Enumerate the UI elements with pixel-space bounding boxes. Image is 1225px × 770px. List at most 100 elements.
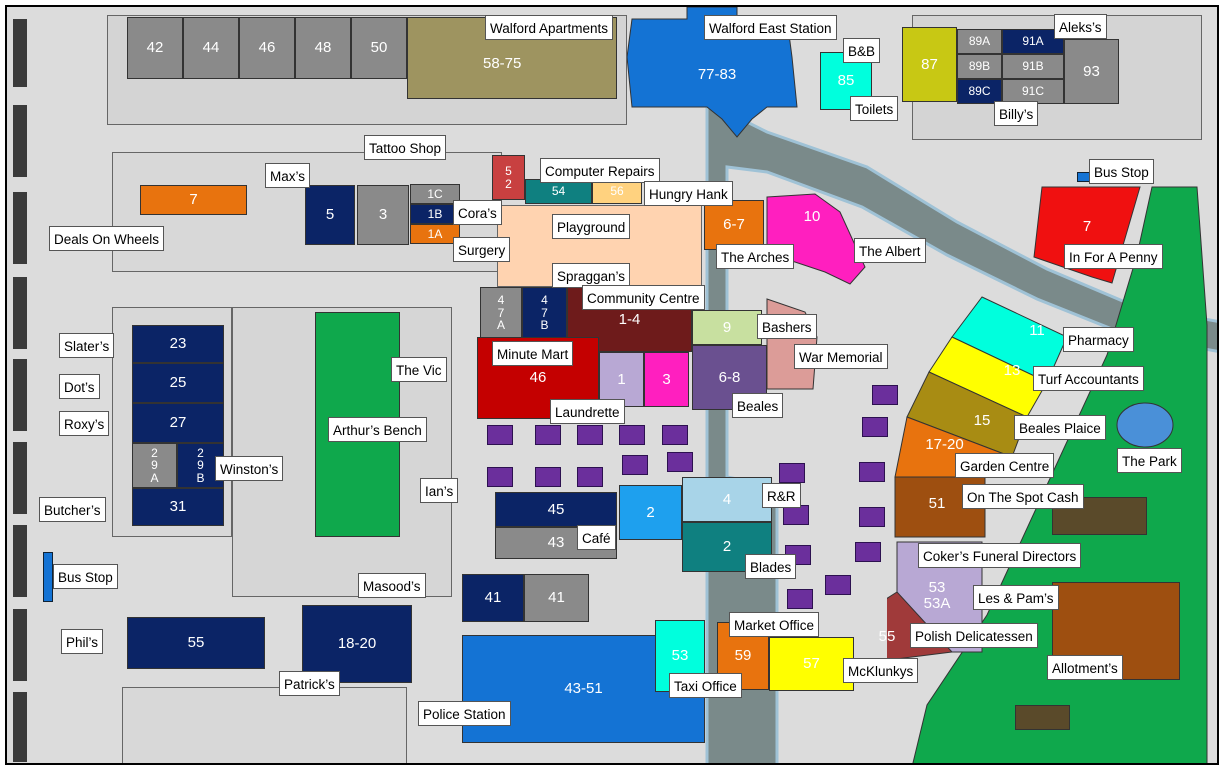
market-stall <box>622 455 648 475</box>
market-stall <box>577 467 603 487</box>
label-laundrette: Laundrette <box>550 399 625 424</box>
railway-track <box>705 99 1217 763</box>
block-41-grey: 41 <box>524 574 589 622</box>
label-mcklunkys: McKlunkys <box>843 658 919 683</box>
label-market-office: Market Office <box>729 612 820 637</box>
label-cokers: Coker’s Funeral Directors <box>918 543 1082 568</box>
block-27: 27 <box>132 403 224 443</box>
block-87: 87 <box>902 27 957 102</box>
label-phils: Phil’s <box>61 629 104 654</box>
block-4-rnr: 4 <box>682 477 772 522</box>
block-15: 15 <box>973 412 991 430</box>
label-playground: Playground <box>552 214 631 239</box>
market-stall <box>535 425 561 445</box>
label-beales: Beales <box>732 393 784 418</box>
block-41-navy: 41 <box>462 574 524 622</box>
block-13: 13 <box>1003 362 1021 380</box>
label-the-arches: The Arches <box>716 244 795 269</box>
market-stall <box>667 452 693 472</box>
block-77-83: 77-83 <box>697 66 737 84</box>
block-54: 54 <box>525 179 592 204</box>
market-stall <box>787 589 813 609</box>
edge-block <box>13 192 27 264</box>
label-taxi-office: Taxi Office <box>669 673 742 698</box>
park-shed <box>1015 705 1070 730</box>
label-pharmacy: Pharmacy <box>1063 327 1134 352</box>
block-56: 56 <box>592 179 642 204</box>
label-the-albert: The Albert <box>854 238 926 263</box>
label-bus-stop-w: Bus Stop <box>53 564 118 589</box>
market-stall <box>855 542 881 562</box>
block-52: 5 2 <box>492 155 525 200</box>
market-stall <box>662 425 688 445</box>
label-beales-plaice: Beales Plaice <box>1014 415 1106 440</box>
bus-stop-marker <box>43 552 53 602</box>
block-42: 42 <box>127 17 183 79</box>
block-18-20: 18-20 <box>302 605 412 683</box>
label-toilets: Toilets <box>850 96 899 121</box>
edge-block <box>13 442 27 514</box>
block-5: 5 <box>305 185 355 245</box>
edge-block <box>13 19 27 87</box>
label-computer-repairs: Computer Repairs <box>540 158 660 183</box>
market-stall <box>535 467 561 487</box>
label-roxys: Roxy’s <box>59 411 110 436</box>
market-stall <box>779 463 805 483</box>
block-23: 23 <box>132 325 224 363</box>
label-war-memorial: War Memorial <box>794 344 888 369</box>
label-slaters: Slater’s <box>59 333 115 358</box>
edge-block <box>13 692 27 762</box>
label-surgery: Surgery <box>453 237 511 262</box>
block-91b: 91B <box>1002 54 1064 79</box>
block-48: 48 <box>295 17 351 79</box>
label-coras: Cora’s <box>453 200 502 225</box>
block-7-penny: 7 <box>1082 218 1092 236</box>
label-the-vic: The Vic <box>391 357 447 382</box>
label-dots: Dot’s <box>59 374 100 399</box>
edge-block <box>13 609 27 681</box>
block-25: 25 <box>132 363 224 403</box>
market-stall <box>619 425 645 445</box>
label-cafe: Café <box>577 525 616 550</box>
block-7-deals: 7 <box>140 185 247 215</box>
label-garden-centre: Garden Centre <box>955 453 1055 478</box>
block-89a: 89A <box>957 29 1002 54</box>
label-bus-stop-ne: Bus Stop <box>1089 159 1154 184</box>
label-turf-accountants: Turf Accountants <box>1033 366 1144 391</box>
block-29a: 2 9 A <box>132 443 177 488</box>
edge-block <box>13 277 27 349</box>
map-frame: 42 44 46 48 50 58-75 77-83 85 87 89A 89B… <box>5 5 1219 765</box>
block-11: 11 <box>1029 322 1045 340</box>
block-1b: 1B <box>410 204 460 224</box>
label-polish-deli: Polish Delicatessen <box>910 623 1038 648</box>
label-masoods: Masood’s <box>358 573 426 598</box>
market-stall <box>487 425 513 445</box>
block-44: 44 <box>183 17 239 79</box>
label-butchers: Butcher’s <box>39 497 106 522</box>
market-stall <box>872 385 898 405</box>
label-arthurs-bench: Arthur’s Bench <box>328 417 427 442</box>
label-the-park: The Park <box>1117 448 1182 473</box>
label-in-for-a-penny: In For A Penny <box>1064 244 1163 269</box>
block-3-pink: 3 <box>644 352 689 407</box>
block-1a: 1A <box>410 224 460 244</box>
label-patricks: Patrick’s <box>279 671 340 696</box>
label-spraggans: Spraggan’s <box>552 263 631 288</box>
market-stall <box>859 462 885 482</box>
label-community-centre: Community Centre <box>582 285 705 310</box>
pavement-bottom <box>122 687 407 763</box>
block-89c: 89C <box>957 79 1002 104</box>
market-stall <box>862 417 888 437</box>
market-stall <box>577 425 603 445</box>
label-rnr: R&R <box>762 483 801 508</box>
block-55-deli: 55 <box>878 628 896 646</box>
block-89b: 89B <box>957 54 1002 79</box>
block-47a: 4 7 A <box>480 287 522 339</box>
label-winstons: Winston’s <box>215 456 284 481</box>
block-1-laundrette: 1 <box>599 352 644 407</box>
edge-block <box>13 359 27 431</box>
label-blades: Blades <box>745 554 797 579</box>
block-53-53a: 53 53A <box>923 579 951 612</box>
block-2-cafe: 2 <box>619 485 682 540</box>
